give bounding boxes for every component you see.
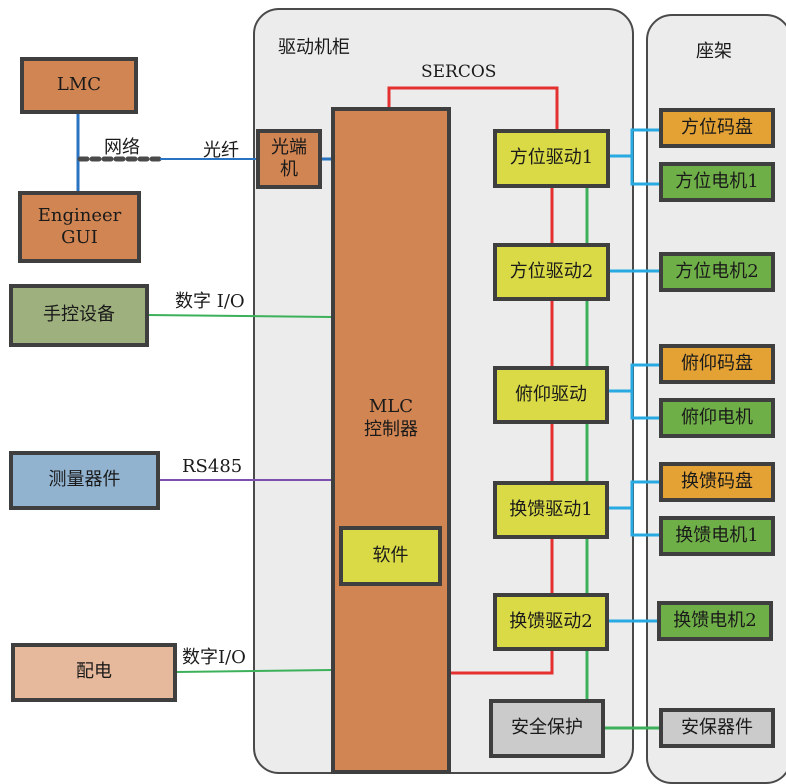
sercos-label: SERCOS [421,62,497,82]
digital-io-label-1: 数字 I/O [175,291,245,312]
drive-cabinet-title: 驱动机柜 [278,37,350,58]
lmc-box: LMC [20,57,138,114]
feed-motor-2-box: 换馈电机2 [657,601,773,641]
hand-control-link [146,314,333,318]
azimuth-encoder-box: 方位码盘 [659,108,775,148]
feed1-links [609,480,660,510]
software-box: 软件 [339,526,442,586]
mlc-controller-label: MLC 控制器 [364,396,418,440]
azimuth-drive-1: 方位驱动1 [493,129,610,188]
feed-drive-2: 换馈驱动2 [493,593,609,651]
elevation-motor-box: 俯仰电机 [659,398,775,438]
mount-title: 座架 [696,41,732,62]
digital-io-label-2: 数字I/O [182,647,246,668]
sercos-return [450,650,554,675]
power-link [174,669,333,673]
fiber-label: 光纤 [203,140,239,161]
elevation-drive: 俯仰驱动 [493,366,609,424]
engineer-gui-box: Engineer GUI [18,191,141,263]
el-links [609,363,660,393]
elevation-encoder-box: 俯仰码盘 [659,344,775,384]
feed-motor-1-box: 换馈电机1 [659,516,775,556]
rs485-label: RS485 [182,456,243,477]
feed-encoder-box: 换馈码盘 [659,462,775,502]
az1-links [610,128,660,158]
safety-devices-box: 安保器件 [659,708,775,748]
azimuth-drive-2: 方位驱动2 [493,243,610,301]
azimuth-motor-2-box: 方位电机2 [659,252,775,292]
optical-terminal-box: 光端 机 [256,129,322,189]
mlc-controller-box: MLC 控制器 [331,107,451,774]
safety-protection-box: 安全保护 [489,699,605,758]
power-distribution-box: 配电 [11,643,177,702]
azimuth-motor-1-box: 方位电机1 [659,162,775,202]
network-label: 网络 [104,137,140,158]
feed-drive-1: 换馈驱动1 [493,481,609,539]
sercos-bus [387,86,559,130]
hand-control-box: 手控设备 [9,284,149,347]
measurement-box: 测量器件 [9,451,160,510]
